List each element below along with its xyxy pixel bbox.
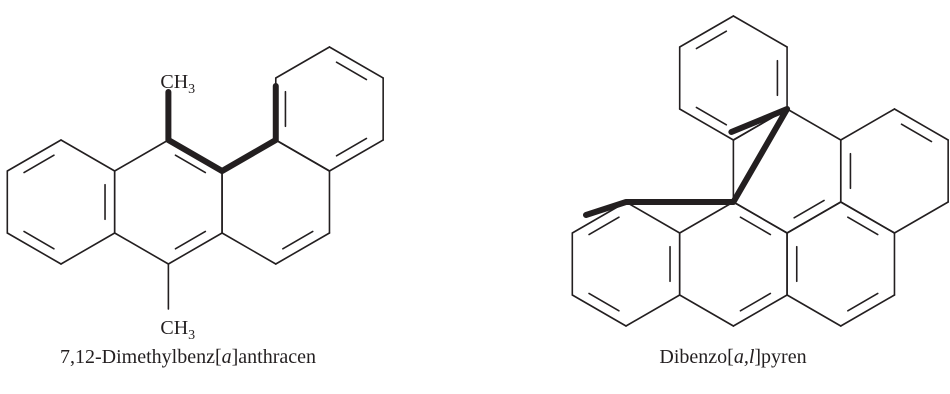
- ring-bond: [786, 108, 842, 141]
- methyl-symbol: CH: [160, 317, 188, 339]
- caption-suffix: ]anthracen: [231, 346, 317, 368]
- caption-dimethylbenzanthracene: 7,12-Dimethylbenz[a]anthracen: [60, 346, 316, 369]
- double-bond-line: [739, 292, 772, 312]
- ring-bond: [328, 139, 384, 172]
- caption-prefix: 7,12-Dimethylbenz[: [59, 346, 222, 368]
- ring-bond: [786, 294, 842, 327]
- caption-suffix: ]pyren: [754, 346, 807, 368]
- ring-bond: [839, 294, 896, 327]
- ring-bond: [678, 15, 735, 48]
- double-bond-line: [793, 199, 825, 219]
- ring-bond: [786, 201, 842, 234]
- double-bond-line: [174, 230, 207, 250]
- ring-bond: [839, 108, 896, 141]
- double-bond-line: [739, 216, 772, 236]
- caption-prefix: Dibenzo[: [659, 346, 734, 368]
- double-bond-line: [847, 216, 879, 236]
- ring-bond: [571, 294, 627, 327]
- ring-bond: [625, 294, 681, 327]
- caption-italic: a: [221, 346, 232, 368]
- bay-region-bond: [165, 83, 279, 174]
- ring-bond: [732, 15, 788, 48]
- ring-bond: [328, 46, 384, 79]
- ring-bond: [6, 232, 62, 265]
- methyl-label-top: CH3: [160, 71, 195, 97]
- ring-bond: [893, 201, 949, 234]
- double-bond-line: [588, 216, 620, 236]
- ring-bond: [678, 201, 735, 234]
- caption-italic: a,l: [733, 346, 755, 368]
- double-bond-line: [23, 154, 55, 174]
- ring-bond: [274, 232, 331, 265]
- methyl-label-bottom: CH3: [160, 317, 195, 343]
- ring-bond: [60, 232, 116, 265]
- ring-bond: [625, 201, 681, 234]
- double-bond-line: [847, 292, 879, 312]
- double-bond-line: [695, 30, 728, 50]
- double-bond-line: [335, 137, 368, 157]
- ring-bond: [274, 46, 331, 79]
- ring-bond: [60, 139, 116, 172]
- methyl-subscript: 3: [188, 82, 195, 97]
- ring-bond: [113, 139, 170, 172]
- caption-dibenzopyrene: Dibenzo[a,l]pyren: [659, 346, 806, 369]
- double-bond-line: [695, 106, 728, 126]
- ring-bond: [167, 232, 223, 265]
- ring-bond: [678, 294, 735, 327]
- double-bond-line: [588, 292, 620, 312]
- methyl-symbol: CH: [160, 71, 188, 93]
- methyl-subscript: 3: [188, 328, 195, 343]
- ring-bond: [113, 232, 170, 265]
- ring-bond: [839, 201, 896, 234]
- double-bond-line: [900, 123, 933, 143]
- dimethylbenzanthracene-structure: [6, 46, 384, 310]
- ring-bond: [6, 139, 62, 172]
- double-bond-line: [174, 154, 207, 174]
- ring-bond: [221, 232, 277, 265]
- fjord-region-bond: [583, 106, 791, 218]
- dibenzopyrene-structure: [571, 15, 949, 327]
- ring-bond: [893, 108, 949, 141]
- ring-bond: [274, 139, 331, 172]
- ring-bond: [732, 201, 788, 234]
- double-bond-line: [335, 61, 368, 81]
- double-bond-line: [23, 230, 55, 250]
- double-bond-line: [282, 230, 314, 250]
- ring-bond: [678, 108, 735, 141]
- ring-bond: [732, 294, 788, 327]
